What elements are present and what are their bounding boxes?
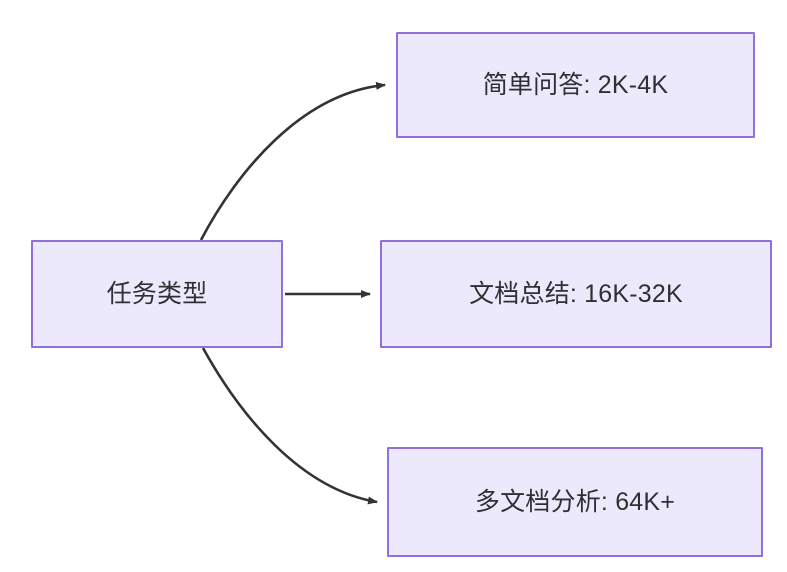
node-task-type[interactable]: 任务类型 bbox=[31, 240, 283, 348]
node-simple-qa[interactable]: 简单问答: 2K-4K bbox=[396, 32, 755, 138]
node-document-summary-label: 文档总结: 16K-32K bbox=[469, 280, 683, 308]
node-multi-document-analysis-label: 多文档分析: 64K+ bbox=[474, 488, 676, 516]
edge-root-to-multi bbox=[201, 347, 378, 505]
node-document-summary[interactable]: 文档总结: 16K-32K bbox=[380, 240, 772, 348]
edge-root-to-qa bbox=[199, 81, 386, 241]
node-multi-document-analysis[interactable]: 多文档分析: 64K+ bbox=[387, 447, 763, 557]
node-task-type-label: 任务类型 bbox=[106, 280, 208, 308]
node-simple-qa-label: 简单问答: 2K-4K bbox=[482, 71, 669, 99]
